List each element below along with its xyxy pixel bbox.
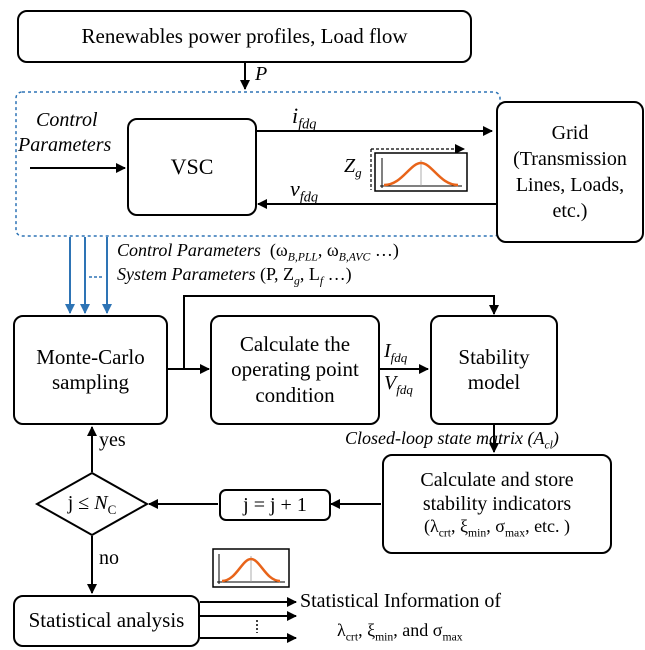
ifdq-label: Ifdq [384, 340, 408, 365]
control-params-label-2: Parameters [18, 134, 112, 156]
i-fdq-label: ifdq [292, 103, 317, 133]
increment-box: j = j + 1 [219, 489, 331, 521]
arrow-monte-to-stability-model [183, 295, 499, 369]
no-label: no [99, 547, 119, 569]
stat-info-line-2: λcrt, ξmin, and σmax [337, 620, 463, 644]
stat-info-line-1: Statistical Information of [300, 590, 502, 612]
stab-model-line-1: Stability [458, 344, 530, 369]
grid-box: Grid (Transmission Lines, Loads, etc.) [496, 101, 644, 243]
statistical-analysis-box: Statistical analysis [13, 595, 200, 647]
control-params-row: Control Parameters (ωB,PLL, ωB,AVC …) [117, 240, 399, 264]
monte-carlo-box: Monte-Carlo sampling [13, 315, 168, 425]
calc-store-line-1: Calculate and store [420, 468, 574, 491]
renewables-label: Renewables power profiles, Load flow [81, 23, 408, 48]
control-params-label-1: Control [36, 109, 98, 131]
grid-line-4: etc.) [552, 200, 588, 222]
grid-line-2: (Transmission [513, 148, 627, 170]
calc-store-box: Calculate and store stability indicators… [382, 454, 612, 554]
yes-label: yes [99, 429, 126, 451]
zg-label: Zg [344, 155, 362, 180]
v-fdq-label: vfdq [290, 176, 319, 206]
monte-line-1: Monte-Carlo [36, 344, 145, 369]
gaussian-plot-icon [374, 152, 468, 192]
decision-label: j ≤ NC [67, 492, 117, 517]
calc-op-line-3: condition [255, 382, 335, 407]
statistical-label: Statistical analysis [28, 608, 185, 633]
grid-line-3: Lines, Loads, [515, 174, 625, 196]
vsc-box: VSC [127, 118, 257, 216]
renewables-box: Renewables power profiles, Load flow [17, 10, 472, 63]
grid-line-1: Grid [551, 122, 589, 144]
calc-store-line-3: (λcrt, ξmin, σmax, etc. ) [423, 515, 571, 540]
system-params-row: System Parameters (P, Zg, Lf …) [117, 264, 352, 288]
stability-model-box: Stability model [430, 315, 558, 425]
monte-line-2: sampling [52, 370, 129, 394]
increment-label: j = j + 1 [243, 494, 307, 516]
gaussian-plot-icon-2 [212, 548, 290, 588]
calc-op-line-2: operating point [231, 357, 359, 382]
closed-loop-label: Closed-loop state matrix (Acl) [345, 428, 559, 452]
vfdq-label: Vfdq [384, 372, 413, 397]
calc-op-point-box: Calculate the operating point condition [210, 315, 380, 425]
calc-store-line-2: stability indicators [422, 492, 572, 515]
vsc-label: VSC [170, 153, 214, 179]
calc-op-line-1: Calculate the [239, 332, 351, 357]
decision-diamond [34, 471, 150, 537]
p-label: P [255, 63, 268, 85]
stab-model-line-2: model [467, 370, 521, 394]
